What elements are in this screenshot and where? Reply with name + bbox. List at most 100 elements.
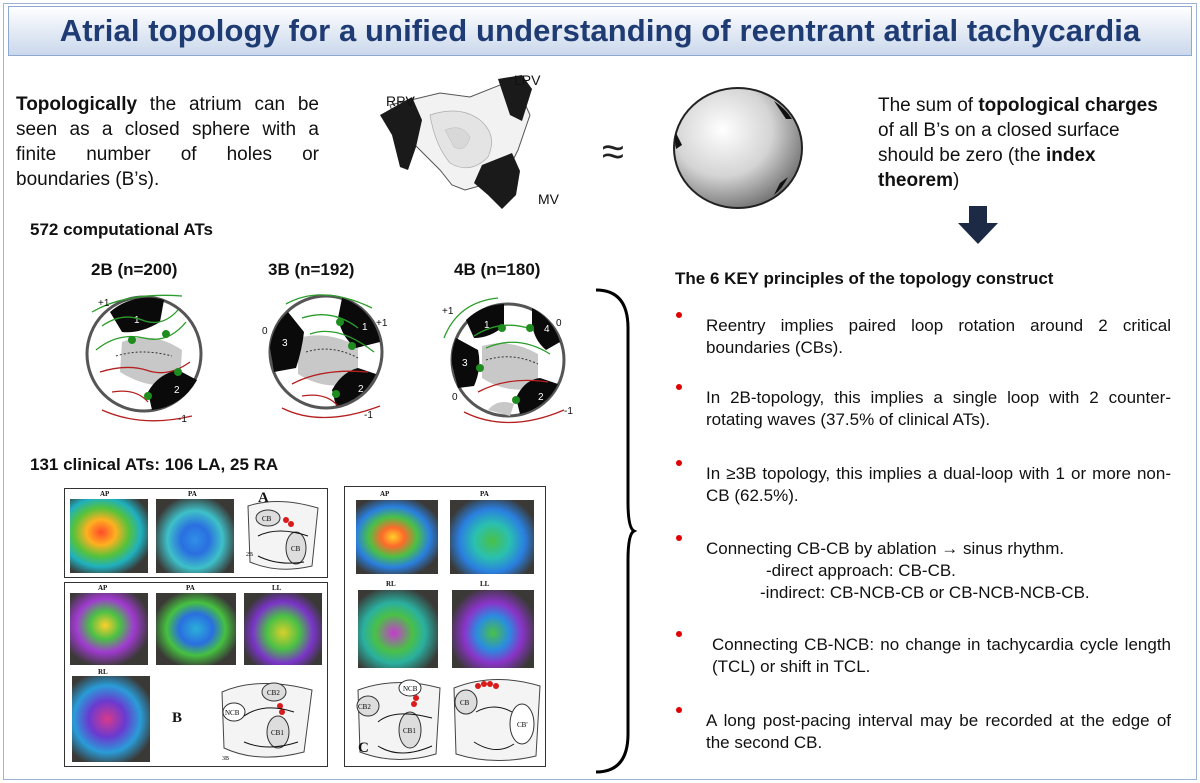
tag-cb: CB	[262, 515, 272, 523]
charge-minus-3b: -1	[364, 410, 373, 421]
title-banner: Atrial topology for a unified understand…	[8, 6, 1192, 56]
rpv-label: RPV	[386, 93, 415, 109]
tag-ncb: NCB	[403, 685, 418, 693]
boundary-2-label: 2	[538, 392, 544, 403]
activation-map	[156, 593, 236, 665]
panel-c-schematic-right: CB CB'	[453, 679, 541, 761]
boundary-2-label: 2	[174, 385, 180, 396]
charge-plus-3b: +1	[376, 318, 388, 329]
principle-item: Reentry implies paired loop rotation aro…	[676, 312, 1171, 359]
principle-item: A long post-pacing interval may be recor…	[676, 707, 1171, 754]
tag-cb2: CB2	[358, 703, 371, 711]
activation-map	[356, 500, 438, 574]
tag-cb1: CB1	[403, 727, 416, 735]
panel-letter-c: C	[358, 740, 369, 756]
index-text-part2: of all B’s on a closed surface should be…	[878, 120, 1120, 166]
panel-a-view-ap: AP	[100, 490, 110, 498]
boundary-3-label: 3	[462, 358, 468, 369]
panel-b-schematic: CB2 NCB CB1 3B	[221, 682, 313, 762]
panel-c-view-ap: AP	[380, 490, 390, 498]
intro-bold-lead: Topologically	[16, 94, 138, 115]
activation-map	[156, 499, 234, 573]
activation-map	[452, 590, 534, 668]
panel-c-view-pa: PA	[480, 490, 489, 498]
charge-plus-4b: +1	[442, 306, 454, 317]
principle-subtext: -indirect: CB-NCB-CB or CB-NCB-NCB-CB.	[760, 583, 1090, 602]
tag-2b: 2B	[246, 552, 253, 558]
bullet-icon	[676, 312, 682, 318]
charge-zero-4b-left: 0	[452, 392, 458, 403]
principle-item: Connecting CB-NCB: no change in tachycar…	[676, 631, 1171, 678]
principle-text: Connecting CB-CB by ablation → sinus rhy…	[706, 539, 1065, 558]
principle-text: A long post-pacing interval may be recor…	[706, 711, 1171, 752]
principle-text: In ≥3B topology, this implies a dual-loo…	[706, 464, 1171, 505]
bullet-icon	[676, 707, 682, 713]
bullet-icon	[676, 384, 682, 390]
charge-minus-2b: -1	[178, 414, 187, 425]
diagram-2b: 1 2 +1 -1	[85, 294, 203, 425]
activation-map	[244, 593, 322, 665]
approx-symbol: ≈	[602, 130, 624, 174]
computational-heading: 572 computational ATs	[30, 220, 213, 239]
boundary-1-label: 1	[134, 315, 140, 326]
tag-cb-prime: CB'	[517, 721, 528, 729]
bullet-icon	[676, 535, 682, 541]
page-title: Atrial topology for a unified understand…	[59, 13, 1141, 48]
tag-cb1: CB1	[271, 729, 284, 737]
boundary-1-label: 1	[484, 320, 490, 331]
lpv-label: LPV	[514, 72, 541, 88]
intro-rest: the atrium can be seen as a closed spher…	[16, 94, 319, 190]
index-text-bold1: topological charges	[978, 95, 1158, 116]
panel-c-view-rl: RL	[386, 580, 396, 588]
principle-item: Connecting CB-CB by ablation → sinus rhy…	[676, 535, 1171, 604]
index-text-part3: )	[952, 170, 960, 191]
charge-minus-4b: -1	[564, 406, 573, 417]
activation-map	[358, 590, 438, 668]
sphere-illustration	[673, 87, 803, 209]
tag-cb2: CB2	[267, 689, 280, 697]
activation-map	[70, 499, 148, 573]
tag-cb: CB	[460, 699, 470, 707]
panel-b-view-rl: RL	[98, 668, 108, 676]
clinical-heading: 131 clinical ATs: 106 LA, 25 RA	[30, 455, 279, 474]
topology-2b-label: 2B (n=200)	[91, 260, 178, 279]
intro-text: Topologically the atrium can be seen as …	[16, 92, 319, 192]
topology-4b-label: 4B (n=180)	[454, 260, 541, 279]
charge-zero-4b-right: 0	[556, 318, 562, 329]
panel-b-view-pa: PA	[186, 584, 195, 592]
panel-c-schematic-left: NCB CB2 CB1	[356, 679, 441, 761]
tag-cb: CB	[291, 545, 301, 553]
principle-text: Reentry implies paired loop rotation aro…	[706, 316, 1171, 357]
principle-text: In 2B-topology, this implies a single lo…	[706, 388, 1171, 429]
boundary-2-label: 2	[358, 384, 364, 395]
boundary-3-label: 3	[282, 338, 288, 349]
principle-subtext: -direct approach: CB-CB.	[766, 561, 956, 580]
panel-c-view-ll: LL	[480, 580, 490, 588]
panel-a-schematic: CB CB 2B	[246, 500, 319, 570]
panel-letter-b: B	[172, 710, 183, 726]
diagram-4b: 1 4 3 2 +1 0 0 -1	[442, 297, 573, 424]
bullet-icon	[676, 460, 682, 466]
principle-item: In ≥3B topology, this implies a dual-loo…	[676, 460, 1171, 507]
tag-ncb: NCB	[225, 709, 240, 717]
charge-zero-3b: 0	[262, 326, 268, 337]
bracket-icon	[595, 288, 638, 774]
panel-b-view-ap: AP	[98, 584, 108, 592]
tag-3b: 3B	[222, 756, 229, 762]
activation-map	[70, 593, 148, 665]
index-theorem-text: The sum of topological charges of all B’…	[878, 93, 1178, 193]
principle-item: In 2B-topology, this implies a single lo…	[676, 384, 1171, 431]
index-text-bold2: index theorem	[878, 145, 1096, 191]
activation-map	[450, 500, 534, 574]
bullet-icon	[676, 631, 682, 637]
atrium-illustration	[380, 75, 532, 209]
boundary-4-label: 4	[544, 324, 550, 335]
principle-text: Connecting CB-NCB: no change in tachycar…	[712, 635, 1171, 676]
panel-letter-a: A	[258, 490, 269, 506]
diagram-3b: 1 3 2 0 +1 -1	[262, 294, 388, 421]
key-principles-heading: The 6 KEY principles of the topology con…	[675, 269, 1054, 288]
activation-map	[72, 676, 150, 762]
index-text-part1: The sum of	[878, 95, 979, 116]
panel-a-view-pa: PA	[188, 490, 197, 498]
boundary-1-label: 1	[362, 322, 368, 333]
